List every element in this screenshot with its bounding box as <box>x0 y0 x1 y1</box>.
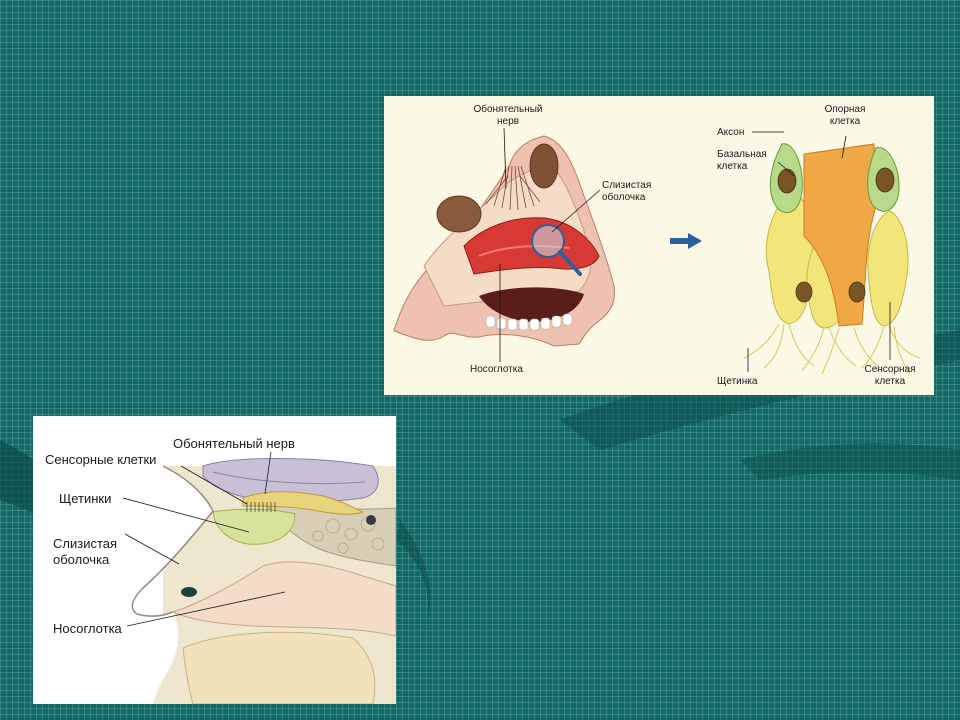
label-sensory-cell: Сенсорная клетка <box>864 364 916 387</box>
label-basal-cell: Базальная клетка <box>717 149 767 172</box>
bottom-figure-panel: Обонятельный нерв Сенсорные клетки Щетин… <box>33 416 396 704</box>
label-cilium: Щетинка <box>717 376 758 387</box>
label-support-cell: Опорная клетка <box>824 104 866 127</box>
label-cilia: Щетинки <box>59 491 112 506</box>
olfactory-epithelium-illustration <box>743 131 921 375</box>
head-sagittal-illustration <box>33 451 396 704</box>
top-figure-panel: Обонятельный нерв Слизистая оболочка Нос… <box>384 96 934 395</box>
label-mucosa-bottom: Слизистая оболочка <box>53 536 118 567</box>
label-olfactory-nerve-bottom: Обонятельный нерв <box>173 436 295 451</box>
label-sensory-cells: Сенсорные клетки <box>45 452 157 467</box>
label-nasopharynx-bottom: Носоглотка <box>53 621 122 636</box>
label-axon: Аксон <box>717 127 745 138</box>
right-arrow-icon <box>670 233 702 249</box>
label-nasopharynx: Носоглотка <box>470 364 523 375</box>
label-olfactory-nerve: Обонятельный нерв <box>473 104 543 127</box>
nasal-cavity-section-illustration <box>393 127 702 362</box>
label-mucosa: Слизистая оболочка <box>602 180 652 203</box>
